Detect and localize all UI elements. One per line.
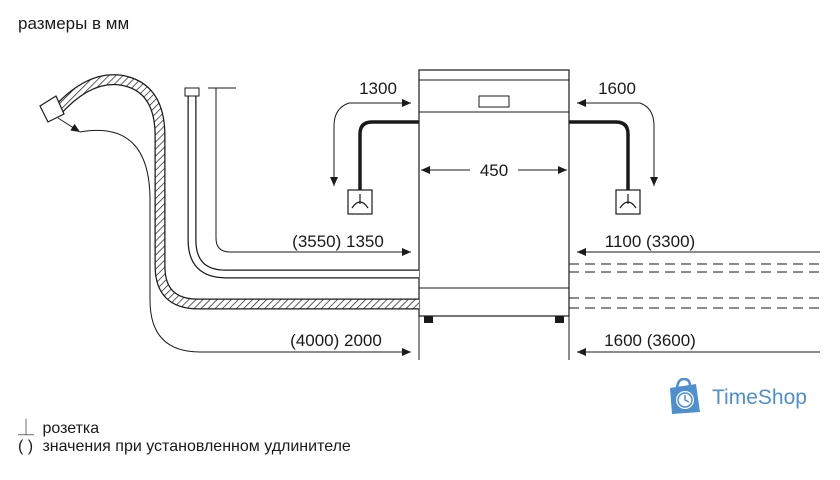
legend-item-socket: ⏊ розетка	[18, 414, 99, 438]
right-socket-label: 1600	[598, 79, 636, 98]
brand-name: TimeShop	[712, 386, 807, 409]
left-socket-label: 1300	[359, 79, 397, 98]
timeshop-logo: TimeShop	[662, 378, 807, 418]
shopping-bag-clock-icon	[670, 378, 700, 414]
power-cable-left	[347, 120, 419, 215]
drain-hose: (4000) 2000	[39, 74, 419, 356]
legend-socket-text: розетка	[42, 420, 100, 437]
left-socket-dimension: 1300	[330, 79, 411, 186]
power-cable-right	[569, 120, 641, 215]
legend-item-extension: ( ) значения при установленном удлинител…	[18, 438, 351, 456]
left-water-label: (3550) 1350	[292, 232, 384, 251]
right-drain-label: 1600 (3600)	[604, 331, 696, 350]
units-caption: размеры в мм	[18, 14, 130, 33]
right-water-label: 1100 (3300)	[605, 232, 695, 251]
water-inlet-hose: (3550) 1350	[184, 87, 419, 279]
right-water-dimension: 1100 (3300)	[569, 232, 820, 273]
right-drain-dimension: 1600 (3600)	[569, 297, 820, 356]
width-label: 450	[480, 161, 508, 180]
socket-icon: ⏊	[18, 420, 35, 437]
dishwasher-unit	[418, 69, 570, 323]
parentheses-icon: ( )	[18, 438, 34, 455]
left-drain-label: (4000) 2000	[290, 331, 382, 350]
right-socket-dimension: 1600	[577, 79, 658, 186]
legend-extension-text: значения при установленном удлинителе	[42, 438, 351, 455]
width-dimension: 450	[421, 161, 567, 180]
